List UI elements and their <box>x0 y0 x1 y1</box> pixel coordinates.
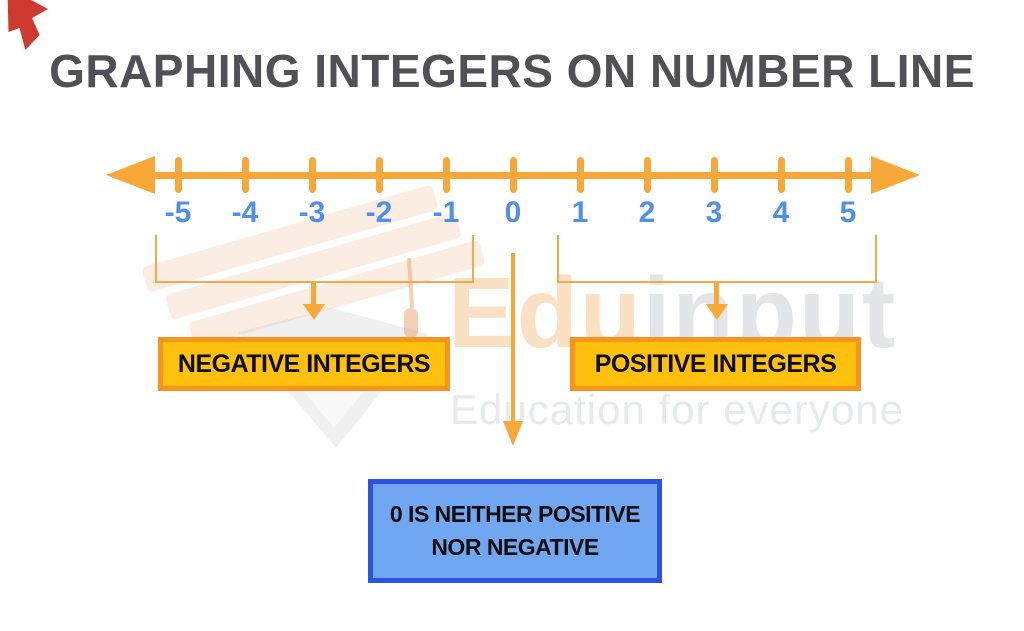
tick-label--5: -5 <box>164 196 192 229</box>
tick-label--4: -4 <box>231 196 259 229</box>
tick-4 <box>777 157 785 193</box>
tick-label-4: 4 <box>772 196 790 229</box>
tick-label--2: -2 <box>365 196 393 229</box>
tick-label--3: -3 <box>298 196 326 229</box>
tick-5 <box>844 157 852 193</box>
tick-1 <box>576 157 584 193</box>
tick-0 <box>509 157 517 193</box>
tick-3 <box>710 157 718 193</box>
zero-note-line2: NOR NEGATIVE <box>431 534 599 560</box>
tick-label-5: 5 <box>839 196 857 229</box>
negative-integers-label: NEGATIVE INTEGERS <box>177 349 431 378</box>
tick-label-2: 2 <box>638 196 656 229</box>
tick--1 <box>442 157 450 193</box>
tick-label--1: -1 <box>432 196 460 229</box>
negative-group-bracket <box>155 235 474 283</box>
negative-arrow-head-icon <box>303 304 325 320</box>
tick-label-0: 0 <box>504 196 522 229</box>
positive-integers-box: POSITIVE INTEGERS <box>570 337 861 391</box>
negative-arrow-shaft <box>311 282 316 306</box>
positive-integers-label: POSITIVE INTEGERS <box>594 349 837 378</box>
tick--5 <box>174 157 182 193</box>
zero-arrow-head-icon <box>503 421 523 446</box>
zero-note-line1: 0 IS NEITHER POSITIVE <box>389 500 641 527</box>
tick--2 <box>375 157 383 193</box>
tick--3 <box>308 157 316 193</box>
page-title: GRAPHING INTEGERS ON NUMBER LINE <box>49 45 975 97</box>
zero-note-box: 0 IS NEITHER POSITIVE NOR NEGATIVE <box>368 479 662 583</box>
positive-arrow-shaft <box>714 282 719 306</box>
zero-arrow-shaft <box>511 253 515 423</box>
positive-group-bracket <box>557 235 877 283</box>
negative-integers-box: NEGATIVE INTEGERS <box>158 337 450 391</box>
tick-2 <box>643 157 651 193</box>
corner-red-logo-fragment <box>7 0 48 50</box>
tick-label-1: 1 <box>571 196 589 229</box>
right-arrowhead-icon <box>871 156 920 194</box>
left-arrowhead-icon <box>106 156 155 194</box>
tick-label-3: 3 <box>705 196 723 229</box>
positive-arrow-head-icon <box>706 304 728 320</box>
tick--4 <box>241 157 249 193</box>
